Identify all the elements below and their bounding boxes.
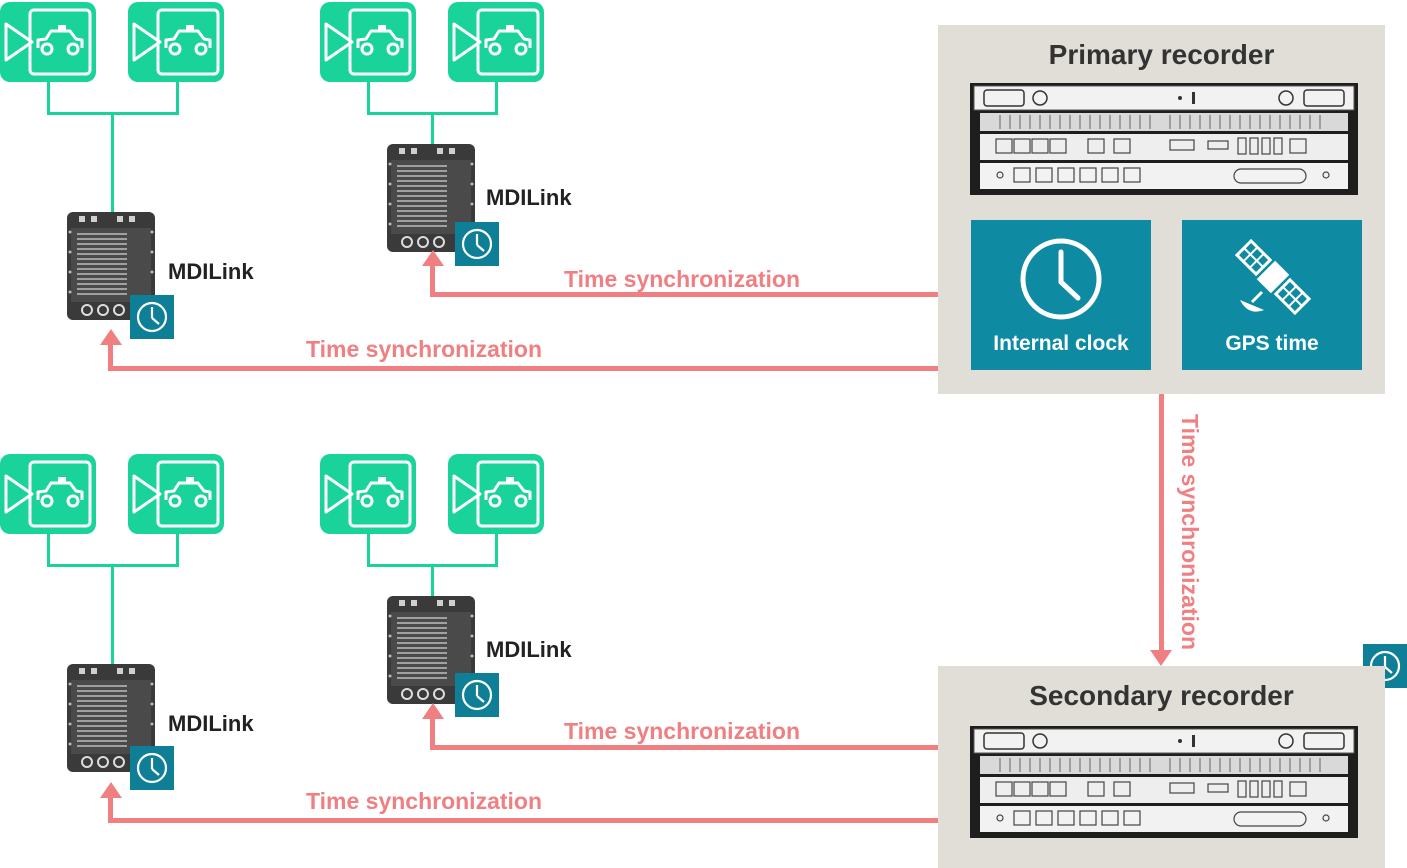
clock-icon: [130, 746, 174, 790]
camera-a2: [128, 2, 224, 82]
sync-line: [430, 715, 435, 750]
internal-clock-tile: Internal clock: [971, 220, 1151, 370]
mdilink-label: MDILink: [168, 711, 254, 736]
sync-line: [108, 818, 938, 823]
camera-icon: [128, 2, 224, 82]
camera-connector: [431, 564, 434, 598]
primary-recorder-title: Primary recorder: [1048, 39, 1275, 70]
camera-c2: [128, 454, 224, 534]
camera-icon: [320, 454, 416, 534]
secondary-recorder-panel: Secondary recorder: [938, 666, 1385, 868]
internal-clock-label: Internal clock: [993, 332, 1129, 355]
sync-line: [1159, 394, 1164, 652]
sync-line: [430, 745, 938, 750]
camera-a1: [0, 2, 96, 82]
camera-connector: [495, 534, 498, 567]
arrow-up-icon: [100, 782, 122, 798]
camera-connector: [367, 82, 370, 115]
secondary-recorder-title: Secondary recorder: [1029, 680, 1294, 711]
camera-d1: [320, 454, 416, 534]
camera-connector: [111, 564, 114, 666]
camera-icon: [448, 2, 544, 82]
arrow-down-icon: [1150, 650, 1172, 666]
mdilink-label: MDILink: [168, 259, 254, 284]
camera-connector: [47, 534, 50, 567]
camera-icon: [448, 454, 544, 534]
clock-icon: [1020, 238, 1102, 320]
sync-line: [108, 343, 113, 371]
camera-connector: [495, 82, 498, 115]
camera-icon: [128, 454, 224, 534]
arrow-up-icon: [422, 250, 444, 266]
camera-icon: [0, 454, 96, 534]
gps-time-tile: GPS time: [1182, 220, 1362, 370]
recorder-rack-image: [970, 83, 1358, 195]
sync-line: [108, 366, 938, 371]
camera-icon: [320, 2, 416, 82]
recorder-rack-image: [970, 726, 1358, 838]
primary-recorder-panel: Primary recorder Internal clock: [938, 25, 1385, 394]
sync-line: [430, 292, 938, 297]
sync-label: Time synchronization: [306, 336, 543, 362]
camera-d2: [448, 454, 544, 534]
arrow-up-icon: [100, 329, 122, 345]
gps-time-label: GPS time: [1225, 332, 1319, 355]
mdilink-label: MDILink: [486, 637, 572, 662]
mdilink-label: MDILink: [486, 185, 572, 210]
clock-icon: [455, 222, 499, 266]
camera-b2: [448, 2, 544, 82]
camera-connector: [431, 112, 434, 146]
sync-label-vertical: Time synchronization: [1177, 414, 1203, 651]
camera-icon: [0, 2, 96, 82]
sync-line: [108, 796, 113, 823]
camera-c1: [0, 454, 96, 534]
camera-connector: [176, 82, 179, 115]
camera-connector: [367, 534, 370, 567]
camera-connector: [176, 534, 179, 567]
satellite-icon: [1234, 238, 1312, 316]
sync-label: Time synchronization: [564, 266, 801, 292]
sync-label: Time synchronization: [306, 788, 543, 814]
camera-b1: [320, 2, 416, 82]
sync-line: [430, 262, 435, 297]
camera-connector: [47, 82, 50, 115]
clock-icon: [455, 673, 499, 717]
arrow-up-icon: [422, 703, 444, 719]
sync-label: Time synchronization: [564, 718, 801, 744]
camera-connector: [111, 112, 114, 214]
clock-icon: [130, 295, 174, 339]
